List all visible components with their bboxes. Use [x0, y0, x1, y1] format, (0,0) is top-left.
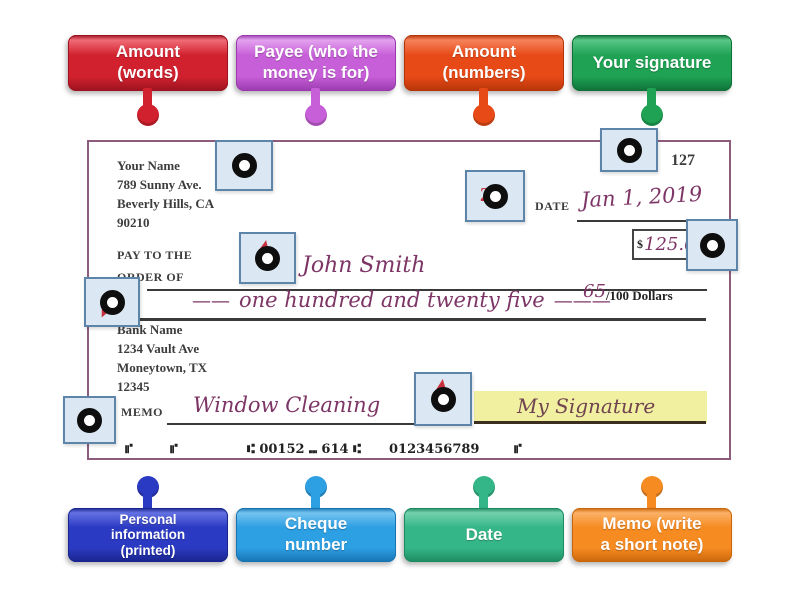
label-text: Your signature: [592, 52, 712, 72]
bank-address: 1234 Vault Ave: [117, 341, 200, 356]
pin-circle-icon[interactable]: [137, 104, 159, 126]
label-personal-information[interactable]: Personal information (printed): [68, 508, 228, 562]
fraction-denominator: /100 Dollars: [605, 288, 673, 303]
label-text: number: [284, 535, 348, 554]
ring-icon: [231, 153, 257, 178]
label-amount-numbers[interactable]: Amount (numbers): [404, 35, 564, 91]
amount-words-row: —— one hundred and twenty five ———: [192, 288, 611, 312]
fraction-numerator: 65: [583, 281, 606, 302]
currency-symbol: $: [637, 237, 643, 251]
label-text: information: [110, 527, 186, 543]
payer-address: 789 Sunny Ave.: [117, 177, 202, 192]
fraction-group: 65/100 Dollars: [583, 281, 673, 305]
label-payee[interactable]: Payee (who the money is for): [236, 35, 396, 91]
pin-circle-icon[interactable]: [137, 476, 159, 498]
label-text: Memo (write: [602, 514, 702, 534]
pin-stem: [143, 88, 152, 110]
label-your-signature[interactable]: Your signature: [572, 35, 732, 91]
label-amount-words[interactable]: Amount (words): [68, 35, 228, 91]
payer-info-block: Your Name 789 Sunny Ave. Beverly Hills, …: [117, 156, 214, 232]
ring-icon: [482, 183, 508, 209]
label-text: Amount: [451, 42, 517, 62]
drop-zone-amount-words[interactable]: [84, 277, 140, 327]
pin-stem: [311, 88, 320, 110]
payee-underline: [147, 289, 707, 291]
pin-circle-icon[interactable]: [305, 476, 327, 498]
drop-zone-memo[interactable]: [63, 396, 116, 444]
label-text: (numbers): [442, 63, 526, 82]
pin-stem: [647, 492, 656, 512]
pin-circle-icon[interactable]: [305, 104, 327, 126]
ring-icon: [255, 245, 280, 271]
ring-icon: [99, 289, 125, 315]
pin-circle-icon[interactable]: [473, 476, 495, 498]
label-text: Payee (who the: [254, 42, 378, 62]
drop-zone-payee[interactable]: [239, 232, 296, 284]
amount-words-dash: ———: [553, 290, 611, 312]
pin-stem: [647, 88, 656, 110]
drop-zone-date[interactable]: 2: [465, 170, 525, 222]
signature-underline: [474, 421, 706, 424]
label-text: Date: [465, 524, 503, 544]
payer-city: Beverly Hills, CA: [117, 196, 215, 211]
bank-city: Moneytown, TX: [117, 360, 208, 375]
pin-circle-icon[interactable]: [473, 104, 495, 126]
label-text: a short note): [600, 535, 704, 554]
amount-numeric-box: $ 125.65: [632, 229, 707, 260]
drop-zone-amount-numbers[interactable]: [686, 219, 738, 271]
date-label: DATE: [535, 199, 570, 213]
label-text: Personal: [119, 511, 177, 527]
cheque-image: Your Name 789 Sunny Ave. Beverly Hills, …: [87, 140, 731, 460]
date-underline: [577, 220, 714, 222]
memo-label: MEMO: [121, 405, 163, 419]
pin-stem: [479, 492, 488, 512]
micr-symbol: ⑈: [170, 442, 178, 457]
memo-underline: [167, 423, 422, 425]
micr-symbol: ⑈: [514, 442, 522, 457]
ring-icon: [699, 232, 725, 258]
micr-line: ⑈ ⑈ ⑆ 00152 ⑉ 614 ⑆ 0123456789 ⑈: [89, 442, 733, 460]
drop-zone-cheque-number[interactable]: [600, 128, 658, 172]
signature-value: My Signature: [517, 394, 656, 418]
signature-highlight: [474, 391, 707, 423]
amount-words-dash: ——: [192, 290, 230, 312]
bank-zip: 12345: [117, 379, 150, 394]
amount-words-underline: [94, 318, 706, 321]
label-text: Cheque: [284, 514, 348, 534]
label-text: Amount: [115, 42, 181, 62]
label-text: (words): [117, 63, 179, 82]
bank-info-block: Bank Name 1234 Vault Ave Moneytown, TX 1…: [117, 320, 207, 396]
payer-zip: 90210: [117, 215, 150, 230]
label-text: (printed): [120, 542, 176, 558]
label-date[interactable]: Date: [404, 508, 564, 562]
pin-circle-icon[interactable]: [641, 104, 663, 126]
ring-icon: [616, 137, 642, 163]
ring-icon: [430, 386, 456, 412]
amount-words-value: one hundred and twenty five: [239, 288, 545, 312]
pin-stem: [311, 492, 320, 512]
label-memo[interactable]: Memo (write a short note): [572, 508, 732, 562]
label-cheque-number[interactable]: Cheque number: [236, 508, 396, 562]
pin-stem: [143, 492, 152, 512]
date-value: Jan 1, 2019: [580, 181, 703, 213]
pay-to-label-1: PAY TO THE: [117, 248, 193, 262]
micr-symbol: ⑈: [125, 442, 133, 457]
payer-name: Your Name: [117, 158, 180, 173]
cheque-number-value: 127: [671, 152, 695, 169]
payee-name-value: John Smith: [302, 253, 426, 278]
micr-account-number: 0123456789: [389, 442, 480, 457]
label-text: money is for): [262, 63, 370, 82]
drop-zone-signature[interactable]: [414, 372, 472, 426]
micr-routing: ⑆ 00152 ⑉ 614 ⑆: [247, 442, 361, 457]
pin-stem: [479, 88, 488, 110]
memo-value: Window Cleaning: [193, 393, 381, 417]
drop-zone-personal-info[interactable]: [215, 140, 273, 191]
ring-icon: [77, 407, 102, 433]
pin-circle-icon[interactable]: [641, 476, 663, 498]
